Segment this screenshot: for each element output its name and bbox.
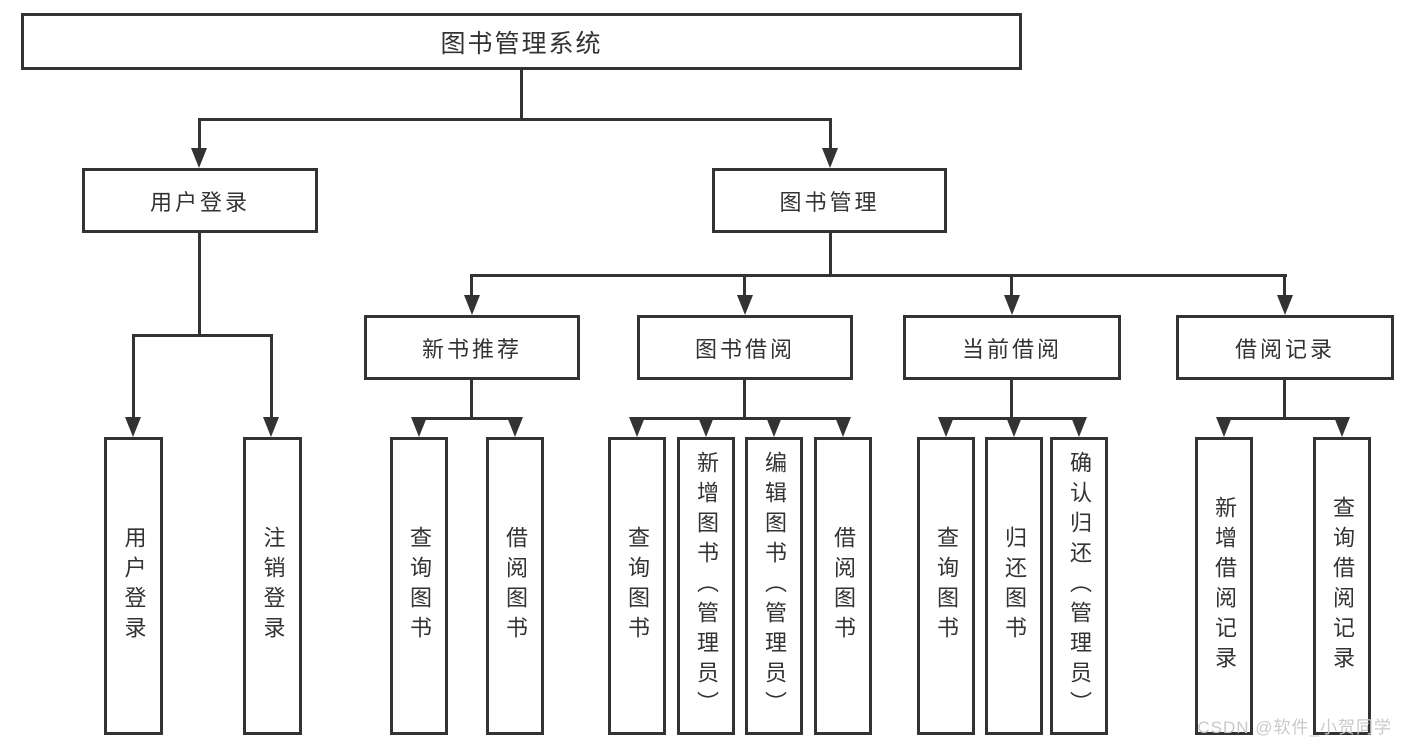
node-user-login: 用户登录 <box>82 168 318 233</box>
connector-to-book-mgmt <box>829 118 832 150</box>
arrow-leaf <box>1334 417 1350 437</box>
arrow-leaf <box>1216 417 1232 437</box>
arrow-to-borrowing <box>737 295 753 315</box>
leaf-query-books-1: 查询图书 <box>390 437 448 735</box>
node-book-borrowing: 图书借阅 <box>637 315 853 380</box>
arrow-to-user-login <box>191 148 207 168</box>
leaf-query-books-2: 查询图书 <box>608 437 666 735</box>
node-current-borrowing: 当前借阅 <box>903 315 1121 380</box>
leaf-user-login: 用户登录 <box>104 437 163 735</box>
connector-to-new-books <box>470 274 473 298</box>
connector-to-borrowing <box>743 274 746 298</box>
node-root: 图书管理系统 <box>21 13 1022 70</box>
leaf-query-books-3: 查询图书 <box>917 437 975 735</box>
leaf-logout: 注销登录 <box>243 437 302 735</box>
leaf-borrow-books-1: 借阅图书 <box>486 437 544 735</box>
arrow-to-leaf-login <box>125 417 141 437</box>
connector-user-login-stub <box>198 233 201 336</box>
connector-level3-bus <box>470 274 1287 277</box>
connector-to-leaf-login <box>132 334 135 419</box>
leaf-return-books: 归还图书 <box>985 437 1043 735</box>
leaf-edit-books-admin: 编辑图书（管理员） <box>745 437 803 735</box>
arrow-leaf <box>835 417 851 437</box>
arrow-to-records <box>1277 295 1293 315</box>
leaf-add-borrow-record: 新增借阅记录 <box>1195 437 1253 735</box>
connector-to-leaf-logout <box>270 334 273 419</box>
connector-new-books-stub <box>470 380 473 420</box>
arrow-leaf <box>1006 417 1022 437</box>
connector-records-bus <box>1222 417 1344 420</box>
leaf-confirm-return-admin: 确认归还（管理员） <box>1050 437 1108 735</box>
connector-new-books-bus <box>417 417 517 420</box>
connector-borrowing-stub <box>743 380 746 420</box>
connector-user-login-bus <box>132 334 273 337</box>
connector-to-records <box>1283 274 1286 298</box>
connector-current-stub <box>1010 380 1013 420</box>
leaf-add-books-admin: 新增图书（管理员） <box>677 437 735 735</box>
csdn-watermark: CSDN @软件_小贺同学 <box>1197 718 1392 737</box>
connector-records-stub <box>1283 380 1286 420</box>
arrow-leaf <box>1071 417 1087 437</box>
arrow-to-new-books <box>464 295 480 315</box>
arrow-to-current <box>1004 295 1020 315</box>
arrow-leaf <box>629 417 645 437</box>
arrow-leaf <box>938 417 954 437</box>
connector-book-mgmt-stub <box>829 233 832 274</box>
leaf-query-borrow-record: 查询借阅记录 <box>1313 437 1371 735</box>
leaf-borrow-books-2: 借阅图书 <box>814 437 872 735</box>
node-borrowing-records: 借阅记录 <box>1176 315 1394 380</box>
connector-root-trunk <box>520 70 523 118</box>
arrow-to-book-mgmt <box>822 148 838 168</box>
connector-to-user-login <box>198 118 201 150</box>
arrow-leaf <box>698 417 714 437</box>
arrow-leaf <box>766 417 782 437</box>
connector-level2-bus <box>198 118 832 121</box>
arrow-to-leaf-logout <box>263 417 279 437</box>
node-new-book-recommend: 新书推荐 <box>364 315 580 380</box>
node-book-management: 图书管理 <box>712 168 947 233</box>
connector-to-current <box>1010 274 1013 298</box>
connector-borrowing-bus <box>635 417 845 420</box>
arrow-leaf <box>411 417 427 437</box>
arrow-leaf <box>507 417 523 437</box>
